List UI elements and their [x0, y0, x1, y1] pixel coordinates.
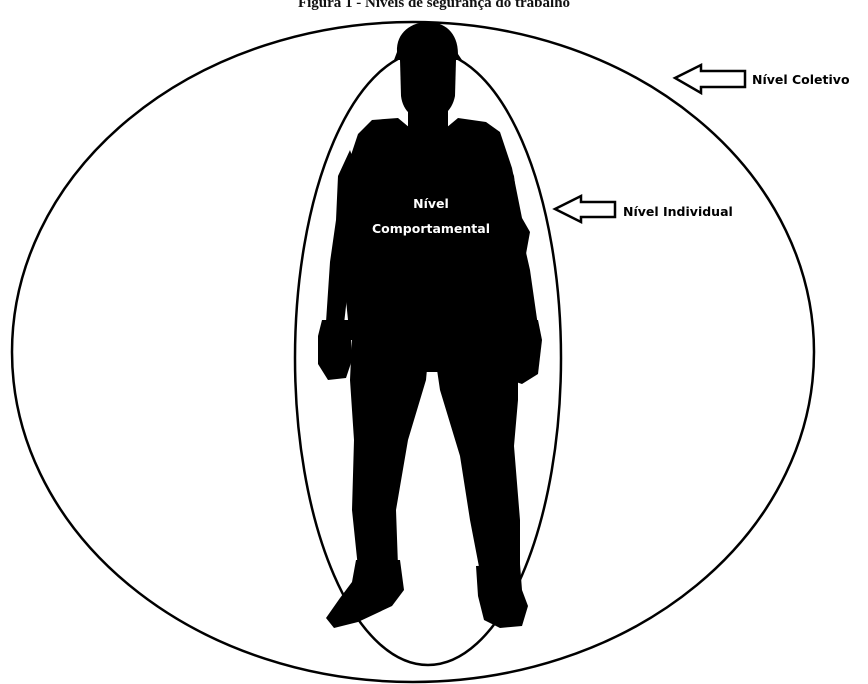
- individual-level-label: Nível Individual: [623, 204, 733, 219]
- individual-arrow-icon: [555, 196, 615, 222]
- behavioral-level-label-line1: Nível: [413, 196, 449, 211]
- collective-arrow-icon: [675, 65, 745, 93]
- behavioral-level-label-line2: Comportamental: [372, 221, 490, 236]
- collective-level-label: Nível Coletivo: [752, 72, 850, 87]
